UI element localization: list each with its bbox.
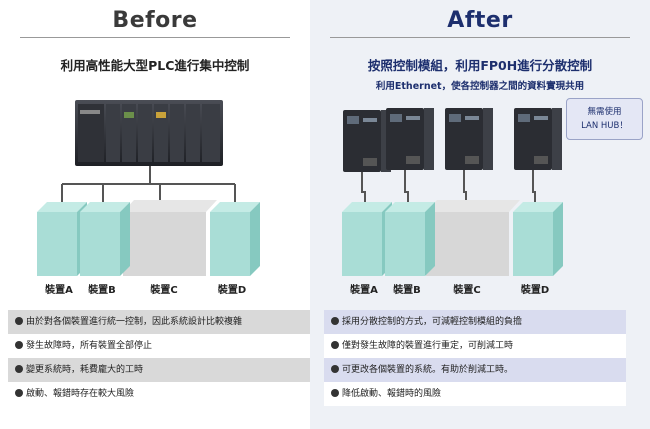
no-lan-hub-callout: 無需使用 LAN HUB！ bbox=[566, 98, 643, 140]
device-d-box bbox=[210, 202, 260, 276]
device-c-label: 裝置C bbox=[142, 281, 186, 296]
device-c-label: 裝置C bbox=[445, 281, 489, 296]
callout-line-2: LAN HUB！ bbox=[567, 119, 642, 133]
fp0h-controller-icon bbox=[343, 110, 391, 172]
fp0h-controller-icon bbox=[445, 108, 493, 170]
device-b-label: 裝置B bbox=[80, 281, 124, 296]
fp0h-controller-icon bbox=[514, 108, 562, 170]
device-c-box bbox=[426, 200, 520, 276]
device-b-box bbox=[385, 202, 435, 276]
device-a-box bbox=[37, 202, 87, 276]
device-b-box bbox=[80, 202, 130, 276]
device-d-box bbox=[513, 202, 563, 276]
callout-line-1: 無需使用 bbox=[567, 105, 642, 119]
device-a-box bbox=[342, 202, 392, 276]
fp0h-controller-icon bbox=[386, 108, 434, 170]
device-d-label: 裝置D bbox=[210, 281, 254, 296]
device-a-label: 裝置A bbox=[342, 281, 386, 296]
device-a-label: 裝置A bbox=[37, 281, 81, 296]
device-b-label: 裝置B bbox=[385, 281, 429, 296]
device-c-box bbox=[123, 200, 217, 276]
plc-rack-icon bbox=[75, 100, 223, 166]
device-d-label: 裝置D bbox=[513, 281, 557, 296]
